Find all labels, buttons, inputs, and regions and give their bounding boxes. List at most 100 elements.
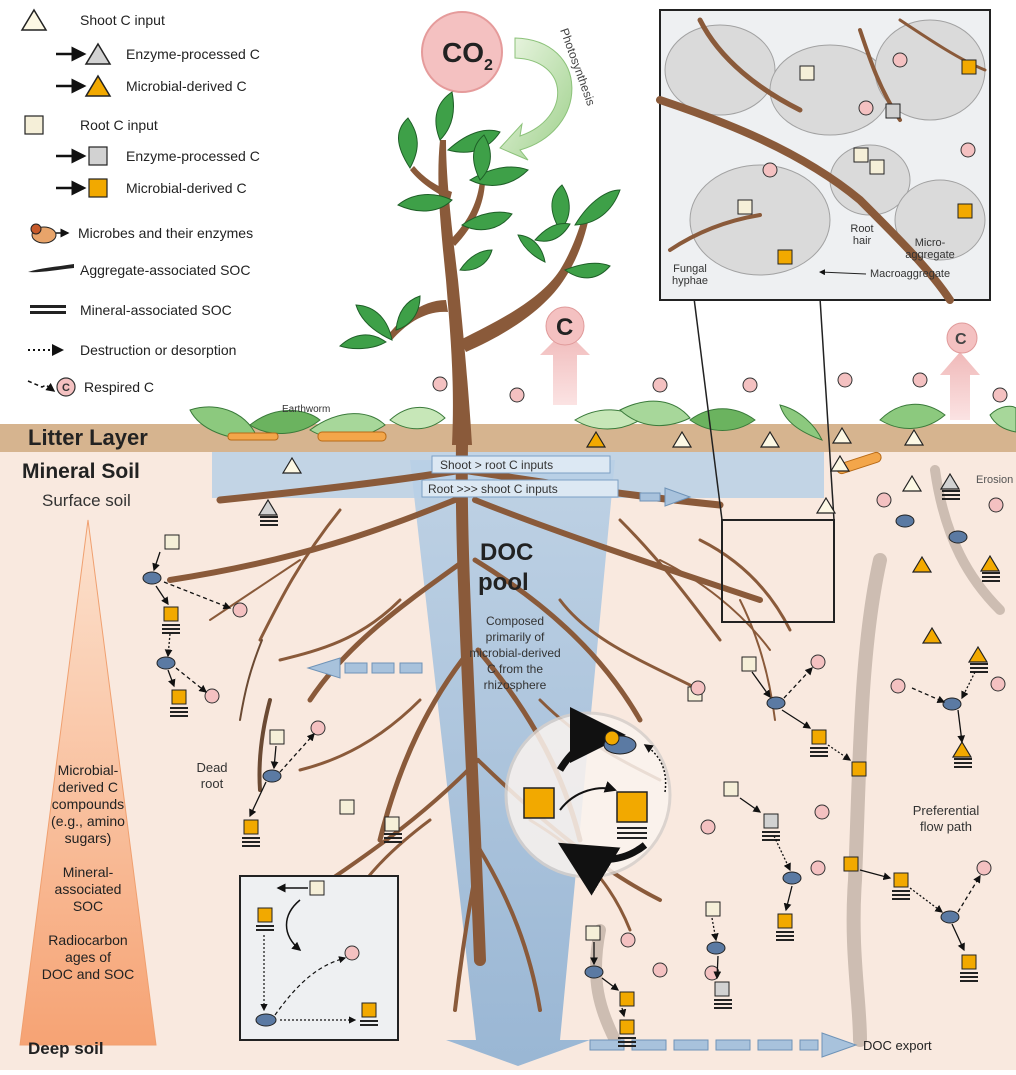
mineral-sublayer — [810, 755, 828, 757]
microbe-marker — [941, 911, 959, 923]
respired-c-marker — [877, 493, 891, 507]
svg-text:Fungalhyphae: Fungalhyphae — [672, 263, 708, 287]
mineral-sublayer — [714, 1003, 732, 1005]
respired-c-marker — [701, 820, 715, 834]
microbe-marker — [943, 698, 961, 710]
mineral-sublayer — [892, 894, 910, 896]
mineral-sublayer — [892, 890, 910, 892]
legend-label: Destruction or desorption — [80, 342, 236, 358]
rhizosphere-cycle — [506, 713, 670, 877]
microbial-square — [620, 992, 634, 1006]
legend-item: Enzyme-processed C — [56, 44, 260, 64]
mineral-sublayer — [618, 1041, 636, 1043]
doc-description-line: rhizosphere — [484, 678, 547, 692]
mineral-sublayer — [970, 667, 988, 669]
mineral-sublayer — [242, 845, 260, 847]
pool-label: pool — [478, 569, 529, 596]
svg-text:Roothair: Roothair — [850, 223, 873, 247]
microbe-marker — [707, 942, 725, 954]
microbial-square — [844, 857, 858, 871]
mineral-sublayer — [776, 931, 794, 933]
mineral-sublayer — [260, 520, 278, 522]
respired-c-marker — [913, 373, 927, 387]
root-input-square — [165, 535, 179, 549]
root-input-square — [742, 657, 756, 671]
root-input-square — [385, 817, 399, 831]
mineral-sublayer — [618, 1037, 636, 1039]
mineral-sublayer — [954, 766, 972, 768]
mineral-sublayer — [776, 935, 794, 937]
respired-c-marker — [891, 679, 905, 693]
microaggregate-line: Micro- — [915, 237, 946, 249]
root-input-square — [270, 730, 284, 744]
dead-root-line: root — [201, 776, 224, 791]
respired-c-marker — [621, 933, 635, 947]
microbial-square — [812, 730, 826, 744]
mineral-sublayer — [384, 837, 402, 839]
respired-c-label-right: C — [955, 331, 967, 348]
shoot-root-label: Shoot > root C inputs — [440, 458, 553, 472]
root-input-square — [724, 782, 738, 796]
root-input-square — [340, 800, 354, 814]
pyramid-text-line: Radiocarbon — [48, 932, 127, 948]
respired-c-marker — [811, 655, 825, 669]
respired-c-marker — [510, 388, 524, 402]
root-hair-line: hair — [853, 235, 872, 247]
mineral-sublayer — [982, 580, 1000, 582]
aggregate-inset: Roothair Micro-aggregate Fungalhyphae Ma… — [660, 10, 990, 300]
legend-item: Mineral-associated SOC — [30, 302, 232, 318]
pyramid-text-line: Mineral- — [63, 864, 114, 880]
mineral-sublayer — [162, 632, 180, 634]
erosion-label: Erosion — [976, 474, 1013, 486]
pyramid-text-line: ages of — [65, 949, 111, 965]
mineral-sublayer — [384, 841, 402, 843]
svg-text:C: C — [62, 382, 70, 394]
co2-label: CO — [442, 37, 484, 68]
legend-item: Microbial-derived C — [56, 76, 247, 96]
fungal-hyphae-line: hyphae — [672, 275, 708, 287]
pyramid-text-line: Microbial- — [58, 762, 119, 778]
respired-arrow-right — [940, 352, 980, 420]
mineral-sublayer — [892, 898, 910, 900]
square-icon — [89, 147, 107, 165]
mineral-sublayer — [810, 747, 828, 749]
mineral-inset — [240, 876, 398, 1040]
mineral-sublayer — [982, 576, 1000, 578]
legend-label: Enzyme-processed C — [126, 148, 260, 164]
macroaggregate-label: Macroaggregate — [870, 268, 950, 280]
respired-c-marker — [433, 377, 447, 391]
mineral-sublayer — [384, 833, 402, 835]
mineral-sublayer — [960, 976, 978, 978]
earthworm-label: Earthworm — [282, 404, 330, 415]
respired-c-marker — [838, 373, 852, 387]
square-icon — [89, 179, 107, 197]
legend-item: Destruction or desorption — [28, 342, 236, 358]
legend-label: Mineral-associated SOC — [80, 302, 232, 318]
pyramid-text-line: SOC — [73, 898, 103, 914]
mineral-sublayer — [982, 572, 1000, 574]
respired-c-marker — [653, 963, 667, 977]
mineral-sublayer — [762, 831, 780, 833]
triangle-icon — [86, 76, 110, 96]
aggregate-icon — [28, 264, 74, 272]
respired-c-marker — [993, 388, 1007, 402]
pyramid-text-line: associated — [55, 881, 122, 897]
respired-c-marker — [811, 861, 825, 875]
legend-item: Shoot C input — [22, 10, 165, 30]
microaggregate-line: aggregate — [905, 249, 955, 261]
mineral-sublayer — [942, 498, 960, 500]
mineral-sublayer — [618, 1045, 636, 1047]
fungal-hyphae-line: Fungal — [673, 263, 707, 275]
respired-arrow-icon — [28, 381, 54, 391]
plant-leaves — [340, 92, 620, 349]
legend-label: Shoot C input — [80, 12, 165, 28]
mineral-sublayer — [960, 972, 978, 974]
enzyme-square — [715, 982, 729, 996]
preferential-flow-line: Preferential — [913, 803, 980, 818]
mineral-sublayer — [942, 494, 960, 496]
mineral-sublayer — [960, 980, 978, 982]
legend-label: Microbes and their enzymes — [78, 225, 253, 241]
microbe-marker — [949, 531, 967, 543]
